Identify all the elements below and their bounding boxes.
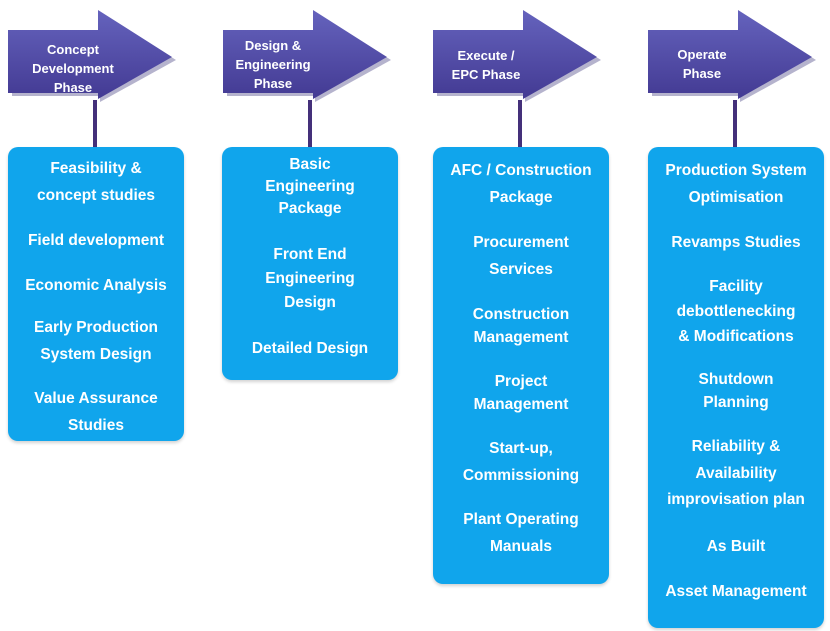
phase-box-design: Basic Engineering Package Front End Engi… <box>222 147 398 380</box>
list-item: AFC / Construction Package <box>450 162 592 206</box>
phase-title: Operate Phase <box>677 47 727 81</box>
list-item: Facility debottlenecking & Modifications <box>676 278 796 345</box>
connector-line <box>308 100 312 148</box>
phase-title: Concept Development Phase <box>32 42 114 95</box>
arrow-shape <box>223 10 391 102</box>
list-item: Project Management <box>473 373 569 413</box>
phase-box-concept: Feasibility & concept studies Field deve… <box>8 147 184 441</box>
list-item: Procurement Services <box>473 234 569 278</box>
phase-title: Design & Engineering Phase <box>235 38 311 91</box>
list-item: Construction Management <box>472 306 570 346</box>
phase-box-operate: Production System Optimisation Revamps S… <box>648 147 824 628</box>
list-item: Reliability & Availability improvisation… <box>667 438 805 508</box>
list-item: Shutdown Planning <box>698 371 774 411</box>
list-item: Asset Management <box>665 583 807 600</box>
list-item: Basic Engineering Package <box>265 156 355 217</box>
phase-title: Execute / EPC Phase <box>451 48 521 82</box>
connector-line <box>93 100 97 148</box>
arrow-shape <box>648 10 816 102</box>
arrow-shape <box>8 10 176 102</box>
phase-arrow-concept: Concept Development Phase <box>8 10 180 105</box>
connector-line <box>518 100 522 148</box>
list-item: Start-up, Commissioning <box>462 440 580 484</box>
list-item: Front End Engineering Design <box>265 246 355 311</box>
list-item: Revamps Studies <box>671 234 801 251</box>
list-item: As Built <box>706 538 766 555</box>
list-item: Production System Optimisation <box>665 162 807 206</box>
phase-arrow-design: Design & Engineering Phase <box>223 10 395 105</box>
list-item: Value Assurance Studies <box>34 390 158 434</box>
phase-arrow-execute: Execute / EPC Phase <box>433 10 605 105</box>
list-item: Detailed Design <box>251 340 369 357</box>
phase-box-execute: AFC / Construction Package Procurement S… <box>433 147 609 584</box>
list-item: Feasibility & concept studies <box>37 160 155 204</box>
list-item: Economic Analysis <box>25 277 167 294</box>
connector-line <box>733 100 737 148</box>
arrow-shape <box>433 10 601 102</box>
list-item: Field development <box>27 232 165 249</box>
list-item: Plant Operating Manuals <box>463 511 579 555</box>
phase-arrow-operate: Operate Phase <box>648 10 820 105</box>
list-item: Early Production System Design <box>33 319 159 363</box>
